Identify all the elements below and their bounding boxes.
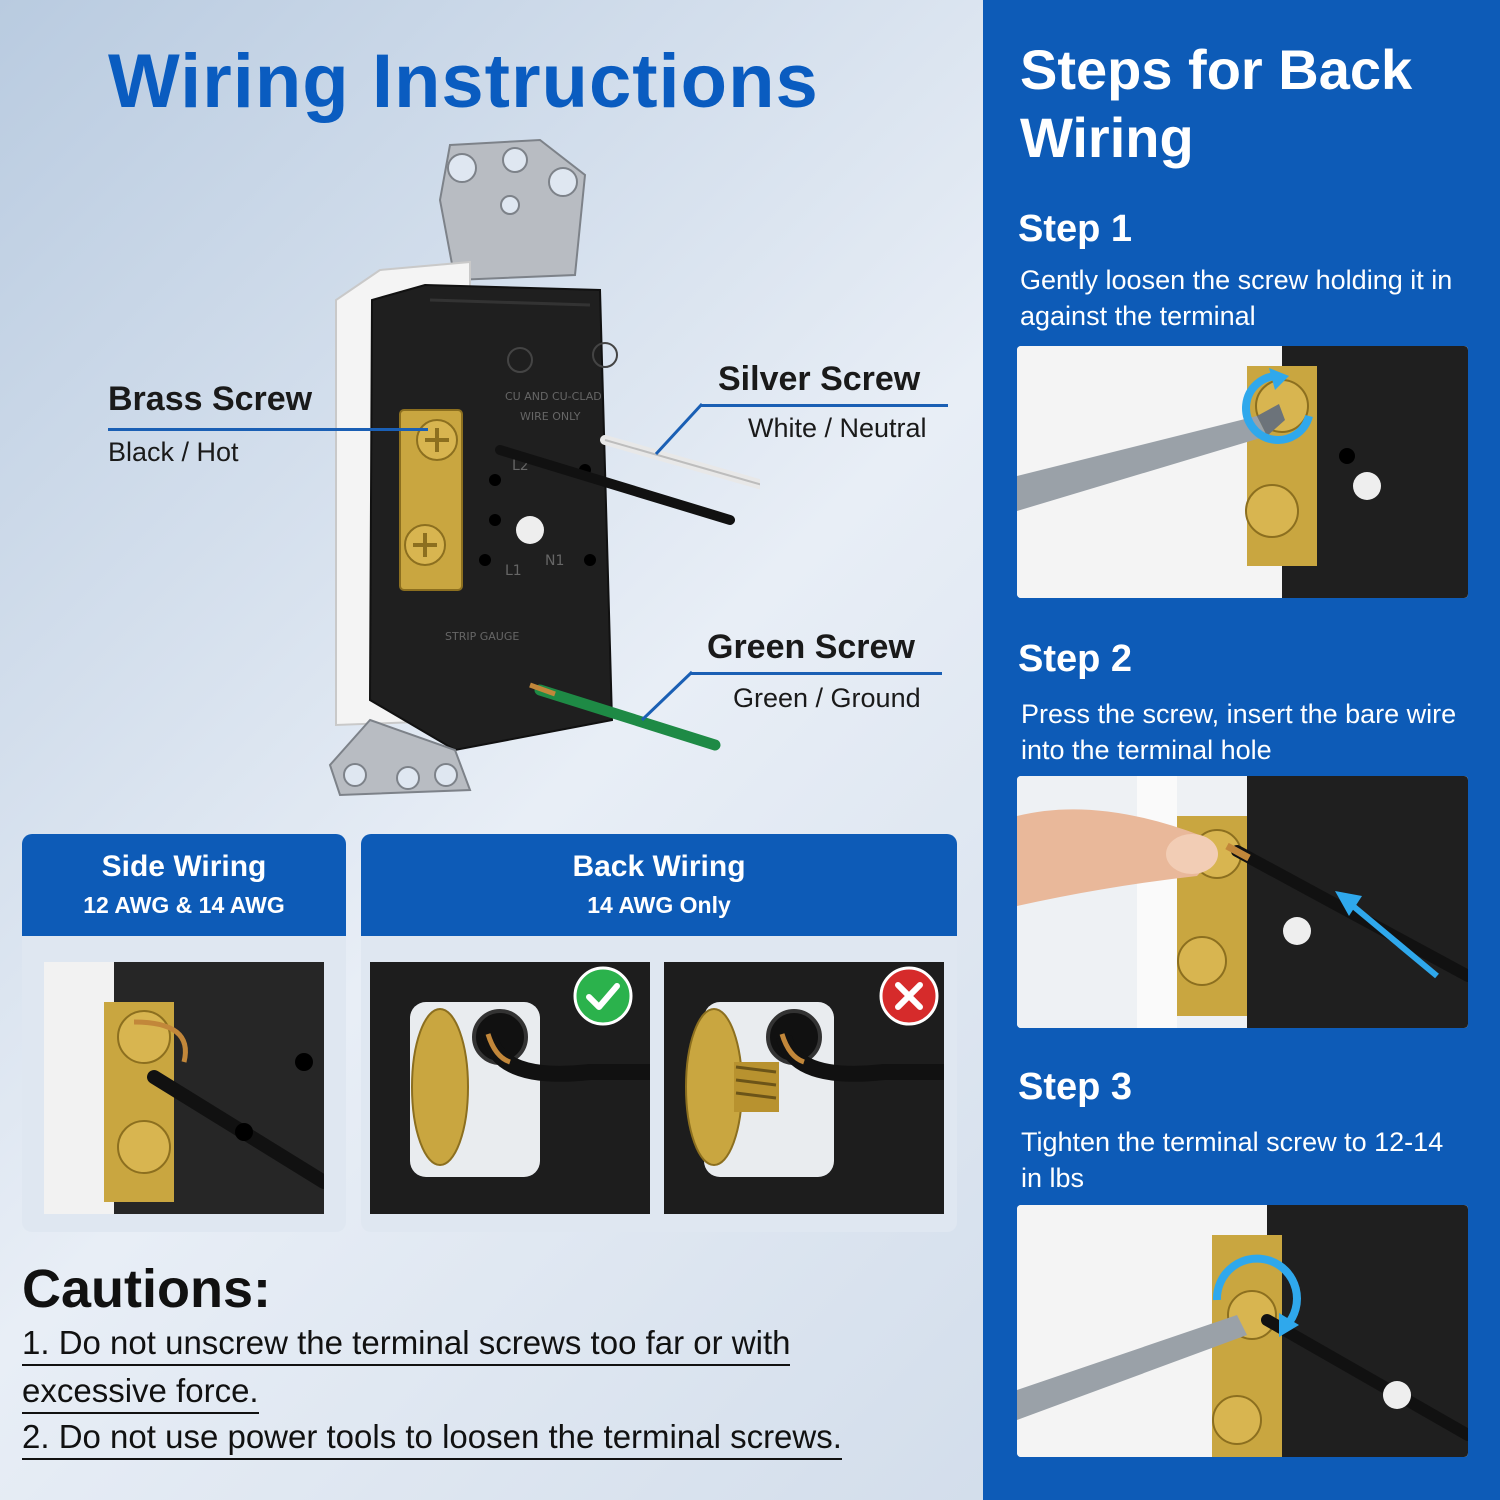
side-wiring-title: Side Wiring	[101, 850, 267, 883]
side-wiring-sub: 12 AWG & 14 AWG	[83, 892, 285, 918]
outlet-mark-cu: CU AND CU-CLAD	[505, 390, 602, 403]
check-icon	[573, 966, 633, 1026]
steps-title: Steps for Back Wiring	[1020, 38, 1413, 169]
step-1-photo	[1017, 346, 1468, 598]
green-screw-label: Green Screw	[707, 628, 915, 666]
caution-item-1-cont: excessive force.	[22, 1372, 259, 1414]
step-1-text: Gently loosen the screw holding it in ag…	[1020, 265, 1453, 331]
back-wiring-correct-photo	[370, 962, 650, 1214]
outlet-mark-l1: L1	[505, 563, 522, 579]
back-wiring-header: Back Wiring 14 AWG Only	[361, 834, 957, 936]
back-wiring-incorrect-photo	[664, 962, 944, 1214]
silver-screw-sub: White / Neutral	[748, 413, 927, 443]
side-wiring-card: Side Wiring 12 AWG & 14 AWG	[22, 834, 346, 1232]
back-wiring-title: Back Wiring	[572, 850, 746, 883]
brass-callout-line	[108, 428, 428, 431]
silver-screw-label: Silver Screw	[718, 360, 921, 398]
silver-callout-diagonal	[654, 402, 704, 456]
cautions-title: Cautions:	[22, 1259, 271, 1319]
green-callout-diagonal	[640, 670, 694, 722]
step-3-photo	[1017, 1205, 1468, 1457]
caution-item-2: 2. Do not use power tools to loosen the …	[22, 1418, 842, 1460]
brass-screw-label: Brass Screw	[108, 380, 313, 418]
side-wiring-photo	[44, 962, 324, 1214]
cross-icon	[879, 966, 939, 1026]
silver-callout-line	[700, 404, 948, 407]
step-2-photo	[1017, 776, 1468, 1028]
brass-screw-sub: Black / Hot	[108, 437, 239, 467]
side-wiring-header: Side Wiring 12 AWG & 14 AWG	[22, 834, 346, 936]
step-2-text: Press the screw, insert the bare wire in…	[1021, 699, 1457, 765]
caution-item-1: 1. Do not unscrew the terminal screws to…	[22, 1324, 791, 1366]
outlet-mark-strip-gauge: STRIP GAUGE	[445, 630, 519, 643]
green-callout-line	[690, 672, 942, 675]
green-screw-sub: Green / Ground	[733, 683, 921, 713]
step-1-heading: Step 1	[1018, 208, 1133, 250]
step-3-text: Tighten the terminal screw to 12-14 in l…	[1021, 1127, 1444, 1193]
page-title: Wiring Instructions	[108, 39, 819, 124]
outlet-mark-n1: N1	[545, 553, 564, 569]
back-wiring-card: Back Wiring 14 AWG Only	[361, 834, 957, 1232]
outlet-mark-wire-only: WIRE ONLY	[520, 410, 581, 423]
outlet-illustration: CU AND CU-CLAD WIRE ONLY L2 L1 N1 STRIP …	[328, 138, 760, 797]
back-wiring-sub: 14 AWG Only	[587, 892, 731, 918]
step-3-heading: Step 3	[1018, 1066, 1133, 1108]
step-2-heading: Step 2	[1018, 638, 1133, 680]
